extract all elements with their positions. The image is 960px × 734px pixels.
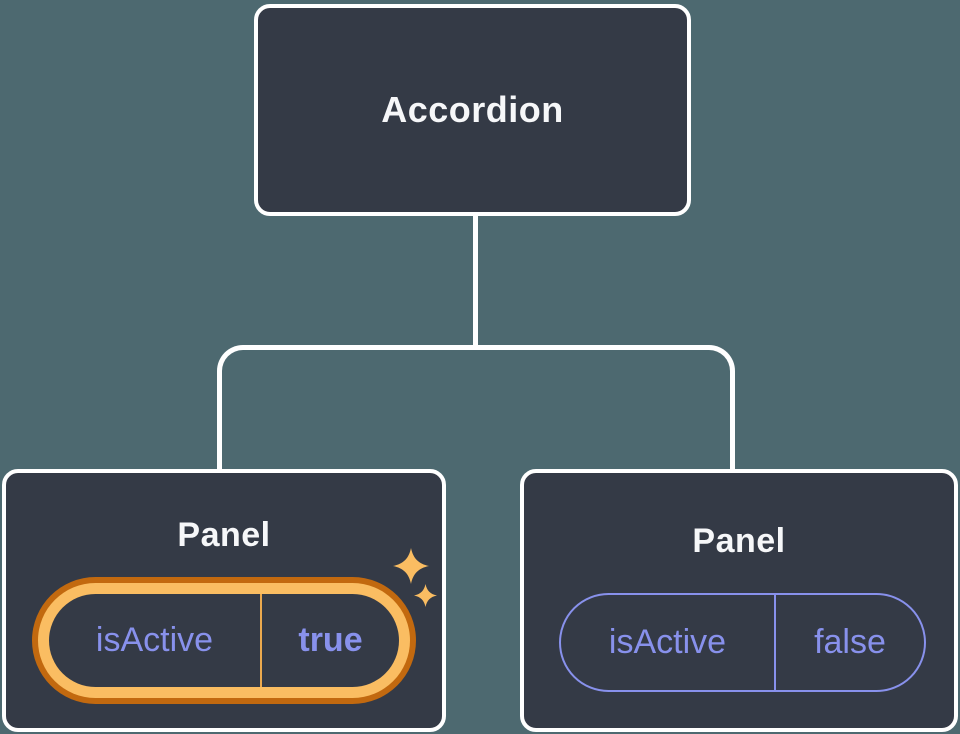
state-value-cell: true bbox=[262, 594, 399, 687]
state-value-label: false bbox=[814, 623, 886, 661]
accordion-node: Accordion bbox=[254, 4, 691, 216]
accordion-node-title: Accordion bbox=[381, 89, 564, 130]
state-value-label: true bbox=[298, 621, 363, 659]
panel-node-inactive: Panel isActive false bbox=[520, 469, 958, 732]
state-name-cell: isActive bbox=[561, 595, 774, 690]
state-name-label: isActive bbox=[95, 621, 214, 659]
pill-divider bbox=[260, 594, 262, 687]
state-name-cell: isActive bbox=[49, 594, 260, 687]
state-pill-gold-ring: isActive true bbox=[38, 583, 410, 698]
state-pill-core: isActive true bbox=[49, 594, 399, 687]
state-name-label: isActive bbox=[608, 623, 727, 661]
panel-node-title: Panel bbox=[177, 516, 271, 554]
state-pill-active: isActive true bbox=[32, 577, 416, 704]
state-pill-inactive: isActive false bbox=[559, 593, 926, 692]
sparkle-small-icon bbox=[414, 584, 437, 607]
panel-node-title: Panel bbox=[692, 522, 786, 560]
connector-stem bbox=[473, 214, 478, 347]
panel-node-active: Panel isActive true bbox=[2, 469, 446, 732]
connector-bracket bbox=[217, 345, 735, 469]
state-value-cell: false bbox=[776, 595, 924, 690]
pill-divider bbox=[774, 595, 776, 690]
sparkle-large-icon bbox=[393, 548, 429, 584]
